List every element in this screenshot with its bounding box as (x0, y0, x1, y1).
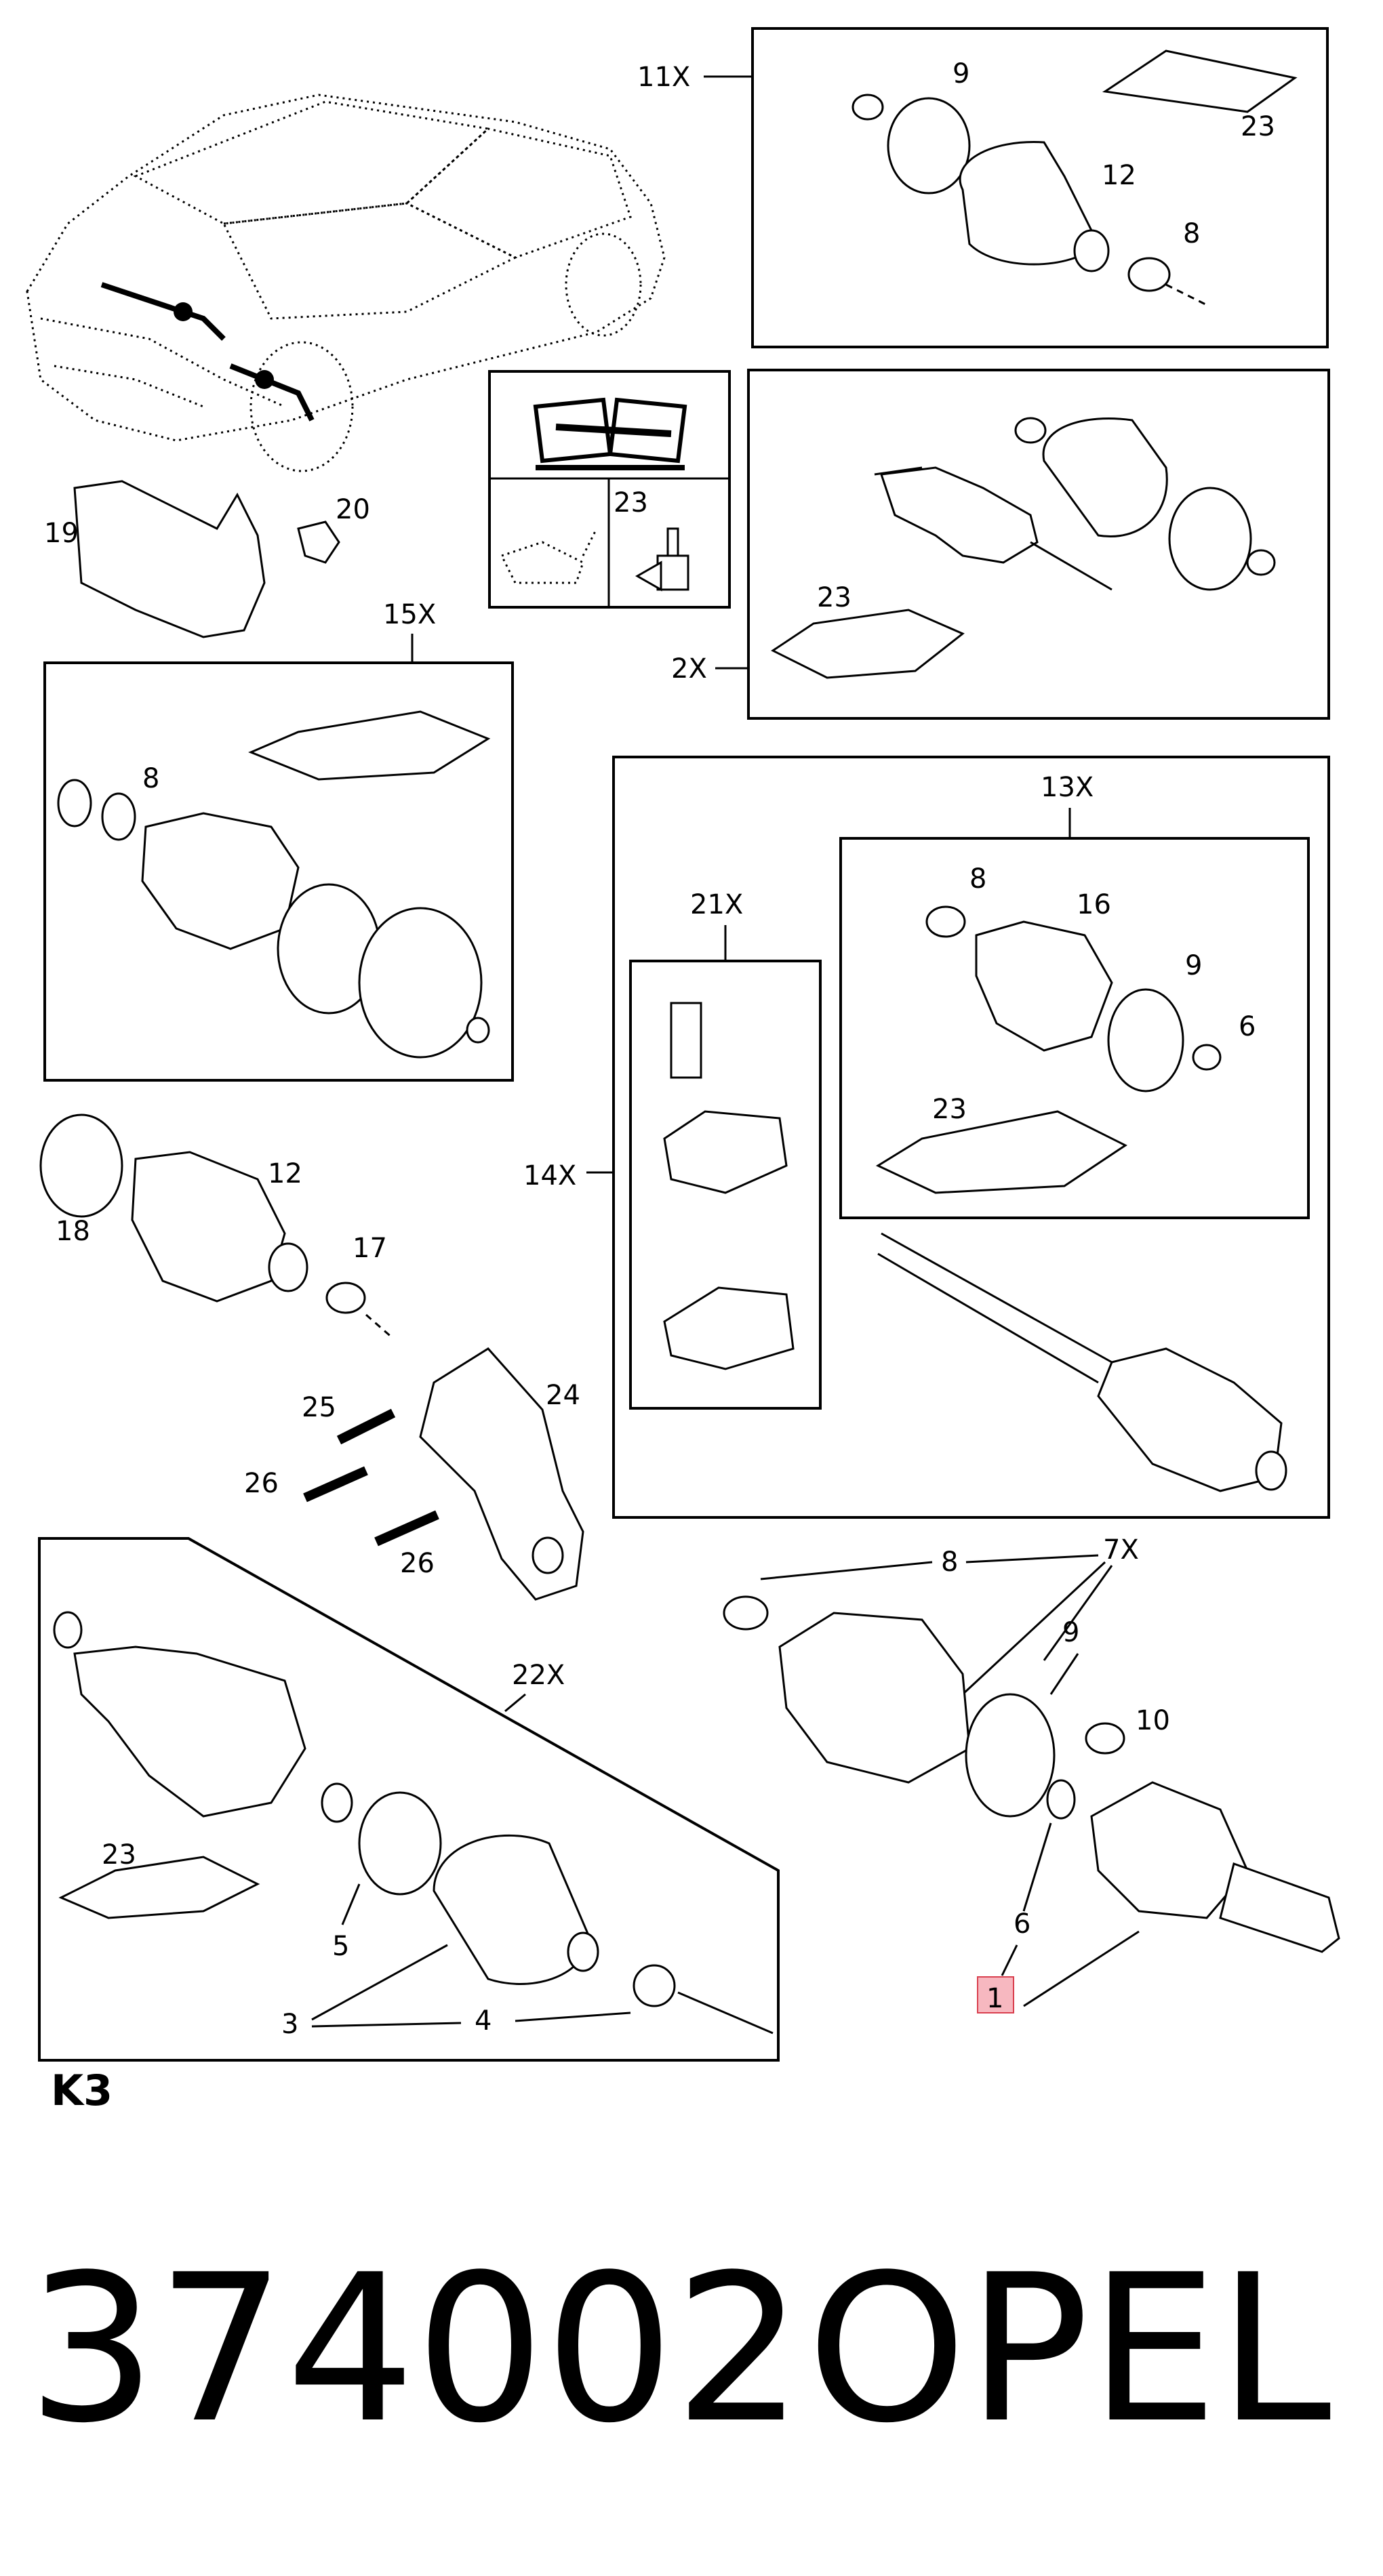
bracket-24 (419, 1347, 584, 1601)
boot (141, 812, 300, 950)
label-22x-4: 4 (475, 2005, 492, 2037)
label-21x: 21X (690, 889, 743, 920)
label-11x-23: 23 (1241, 111, 1275, 142)
label-13x-6: 6 (1239, 1011, 1256, 1042)
clamp-band (1168, 487, 1252, 591)
bolt-25 (336, 1408, 396, 1445)
label-12: 12 (268, 1158, 302, 1189)
label-2x: 2X (671, 653, 707, 684)
label-8: 8 (941, 1547, 958, 1578)
oil-can-icon (500, 528, 598, 584)
grease-packet (875, 1110, 1127, 1194)
clamp (633, 1964, 676, 2007)
bolt (670, 1002, 702, 1079)
page-code: K3 (51, 2066, 113, 2115)
cv-boot (959, 141, 1100, 266)
label-22x: 22X (512, 1660, 565, 1691)
label-17: 17 (353, 1233, 387, 1264)
label-22x-5: 5 (332, 1931, 349, 1962)
bracket-clamp (663, 1110, 788, 1194)
label-22x-23: 23 (102, 1839, 136, 1870)
bracket-group: 24 25 26 26 (244, 1347, 584, 1601)
label-26b: 26 (400, 1548, 435, 1579)
label-11x-12: 12 (1102, 160, 1136, 191)
group-14x: 14X (523, 756, 1330, 1519)
clamp-18 (39, 1113, 123, 1218)
label-7x: 7X (1103, 1534, 1139, 1566)
label-13x-16: 16 (1077, 889, 1111, 920)
label-25: 25 (302, 1392, 336, 1423)
clamp-band (887, 97, 971, 195)
label-22x-3: 3 (281, 2009, 298, 2040)
label-11x-8: 8 (1183, 218, 1200, 249)
bolt-20 (297, 520, 340, 564)
label-15x: 15X (383, 599, 436, 630)
grease-packet (58, 1856, 260, 1919)
label-2x-23: 23 (817, 582, 851, 613)
group-21x: 21X (629, 889, 822, 1410)
cv-joint (1097, 1347, 1283, 1492)
service-info-box: 23 (488, 370, 731, 609)
label-1: 1 (986, 1983, 1003, 2014)
group-13x: 13X 8 16 9 6 23 (839, 772, 1310, 1219)
grease-tube-icon (635, 527, 689, 592)
label-20: 20 (336, 494, 370, 525)
brand-name: OPEL (807, 2231, 1332, 2468)
bracket-clamp (663, 1286, 795, 1370)
highlight-part-1[interactable] (977, 1976, 1014, 2013)
label-18: 18 (56, 1216, 90, 1247)
spline-shaft (1219, 1862, 1340, 1953)
clamp-band (965, 1693, 1056, 1818)
grease-packet (1102, 49, 1298, 113)
car-illustration (26, 94, 666, 472)
boot-kit-left: 18 12 17 (39, 1113, 394, 1340)
boot-12 (131, 1151, 286, 1303)
bolt-26 (374, 1510, 439, 1547)
group-7x: 7X 8 9 10 6 (723, 1534, 1340, 2007)
label-6: 6 (1014, 1908, 1030, 1940)
drive-shaft (877, 1232, 1287, 1492)
label-19: 19 (44, 518, 79, 549)
label-15x-8: 8 (142, 763, 159, 794)
label-13x-9: 9 (1185, 950, 1202, 981)
clip-ring (851, 94, 884, 121)
group-15x: 15X 8 (43, 599, 514, 1082)
label-13x-8: 8 (969, 863, 986, 895)
label-24: 24 (546, 1380, 580, 1411)
grease-packet (771, 609, 965, 679)
group-22x: 22X 23 5 3 4 (38, 1537, 780, 2062)
heat-shield-group: 19 20 (44, 480, 370, 638)
boot (975, 920, 1113, 1052)
circlip-6 (1046, 1779, 1076, 1820)
clamp-band (1107, 988, 1184, 1092)
grease-packet (248, 710, 491, 781)
manual-book-icon (533, 397, 687, 470)
boot (778, 1612, 971, 1784)
group-11x: 11X 9 23 12 8 (637, 27, 1329, 348)
label-13x: 13X (1041, 772, 1094, 803)
label-10: 10 (1136, 1705, 1170, 1736)
clamp-17 (325, 1282, 366, 1314)
boot (433, 1834, 591, 1985)
label-11x-9: 9 (953, 58, 969, 89)
label-26a: 26 (244, 1468, 279, 1499)
cv-joint-outer (1090, 1781, 1249, 1919)
label-14x: 14X (523, 1160, 576, 1191)
clamp-10 (1085, 1722, 1125, 1755)
label-11x: 11X (637, 62, 690, 93)
cv-joint (879, 466, 1039, 564)
boot (1042, 417, 1168, 537)
heat-shield (73, 480, 266, 638)
clamp-band (358, 1791, 442, 1896)
group-2x: 2X 23 (671, 369, 1330, 720)
small-clamp (1127, 257, 1171, 292)
bolt-26 (303, 1466, 368, 1502)
cv-joint (73, 1645, 306, 1818)
label-13x-23: 23 (932, 1094, 967, 1125)
part-number: 374002 (27, 2231, 803, 2468)
label-service-23: 23 (614, 487, 648, 518)
